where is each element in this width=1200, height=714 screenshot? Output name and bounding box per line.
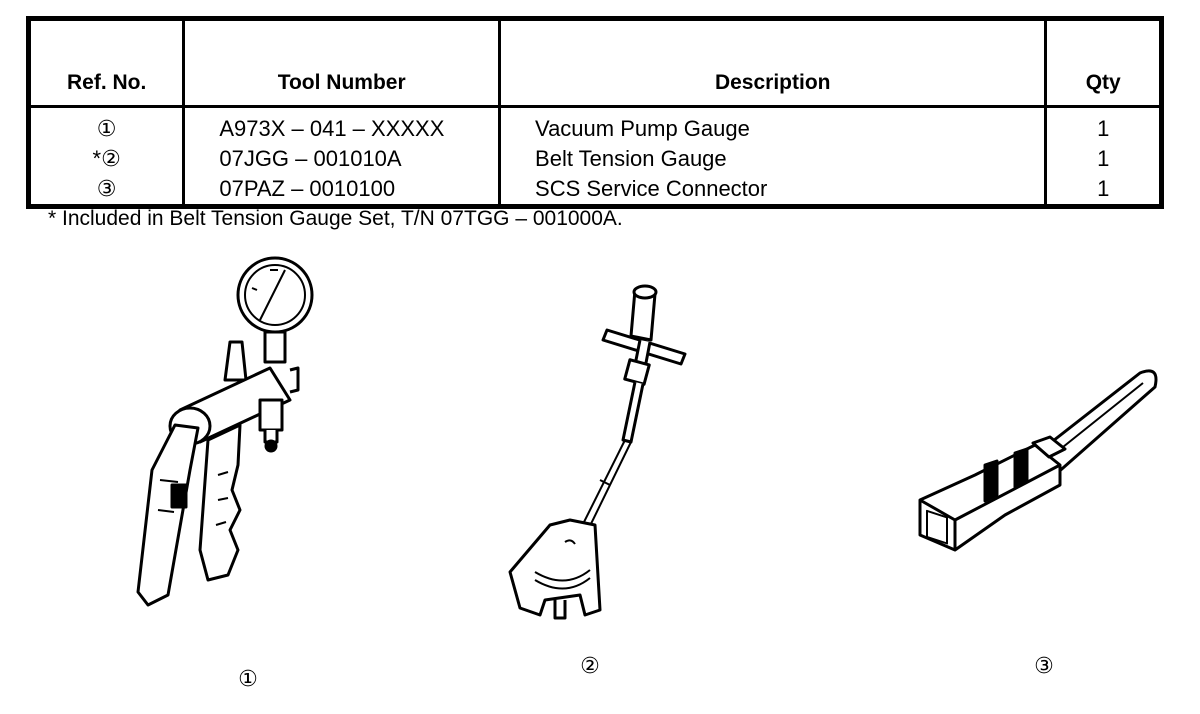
vacuum-pump-gauge-illustration <box>120 250 320 620</box>
special-tools-table: Ref. No. Tool Number Description Qty ① *… <box>26 16 1164 209</box>
qty-cell: 1 <box>1097 176 1110 201</box>
scs-service-connector-illustration <box>915 365 1165 565</box>
table-row: ① *② ③ A973X – 041 – XXXXX 07JGG – 00101… <box>28 106 1162 207</box>
description-column: Vacuum Pump Gauge Belt Tension Gauge SCS… <box>499 106 1048 207</box>
header-tool-number: Tool Number <box>183 18 502 108</box>
description-cell: Vacuum Pump Gauge <box>535 116 750 141</box>
illustration-label: ① <box>238 666 258 691</box>
description-cell: Belt Tension Gauge <box>535 146 727 171</box>
belt-tension-gauge-illustration <box>495 280 695 620</box>
ref-cell: *② <box>92 146 121 171</box>
qty-column: 1 1 1 <box>1046 107 1162 207</box>
illustration-label: ② <box>580 653 600 678</box>
tool-number-cell: A973X – 041 – XXXXX <box>219 116 445 141</box>
header-ref-no: Ref. No. <box>28 18 186 108</box>
ref-cell: ③ <box>96 176 117 201</box>
footnote: * Included in Belt Tension Gauge Set, T/… <box>48 207 623 230</box>
qty-cell: 1 <box>1097 146 1110 171</box>
header-qty: Qty <box>1045 18 1162 108</box>
table-header-row: Ref. No. Tool Number Description Qty <box>28 18 1162 108</box>
ref-column: ① *② ③ <box>28 106 186 207</box>
illustration-label: ③ <box>1034 653 1054 678</box>
tool-number-column: A973X – 041 – XXXXX 07JGG – 001010A 07PA… <box>183 106 502 207</box>
tool-number-cell: 07JGG – 001010A <box>219 146 402 171</box>
qty-cell: 1 <box>1097 116 1110 141</box>
header-description: Description <box>499 18 1048 108</box>
tool-number-cell: 07PAZ – 0010100 <box>219 176 396 201</box>
ref-cell: ① <box>96 116 117 141</box>
description-cell: SCS Service Connector <box>535 176 768 201</box>
